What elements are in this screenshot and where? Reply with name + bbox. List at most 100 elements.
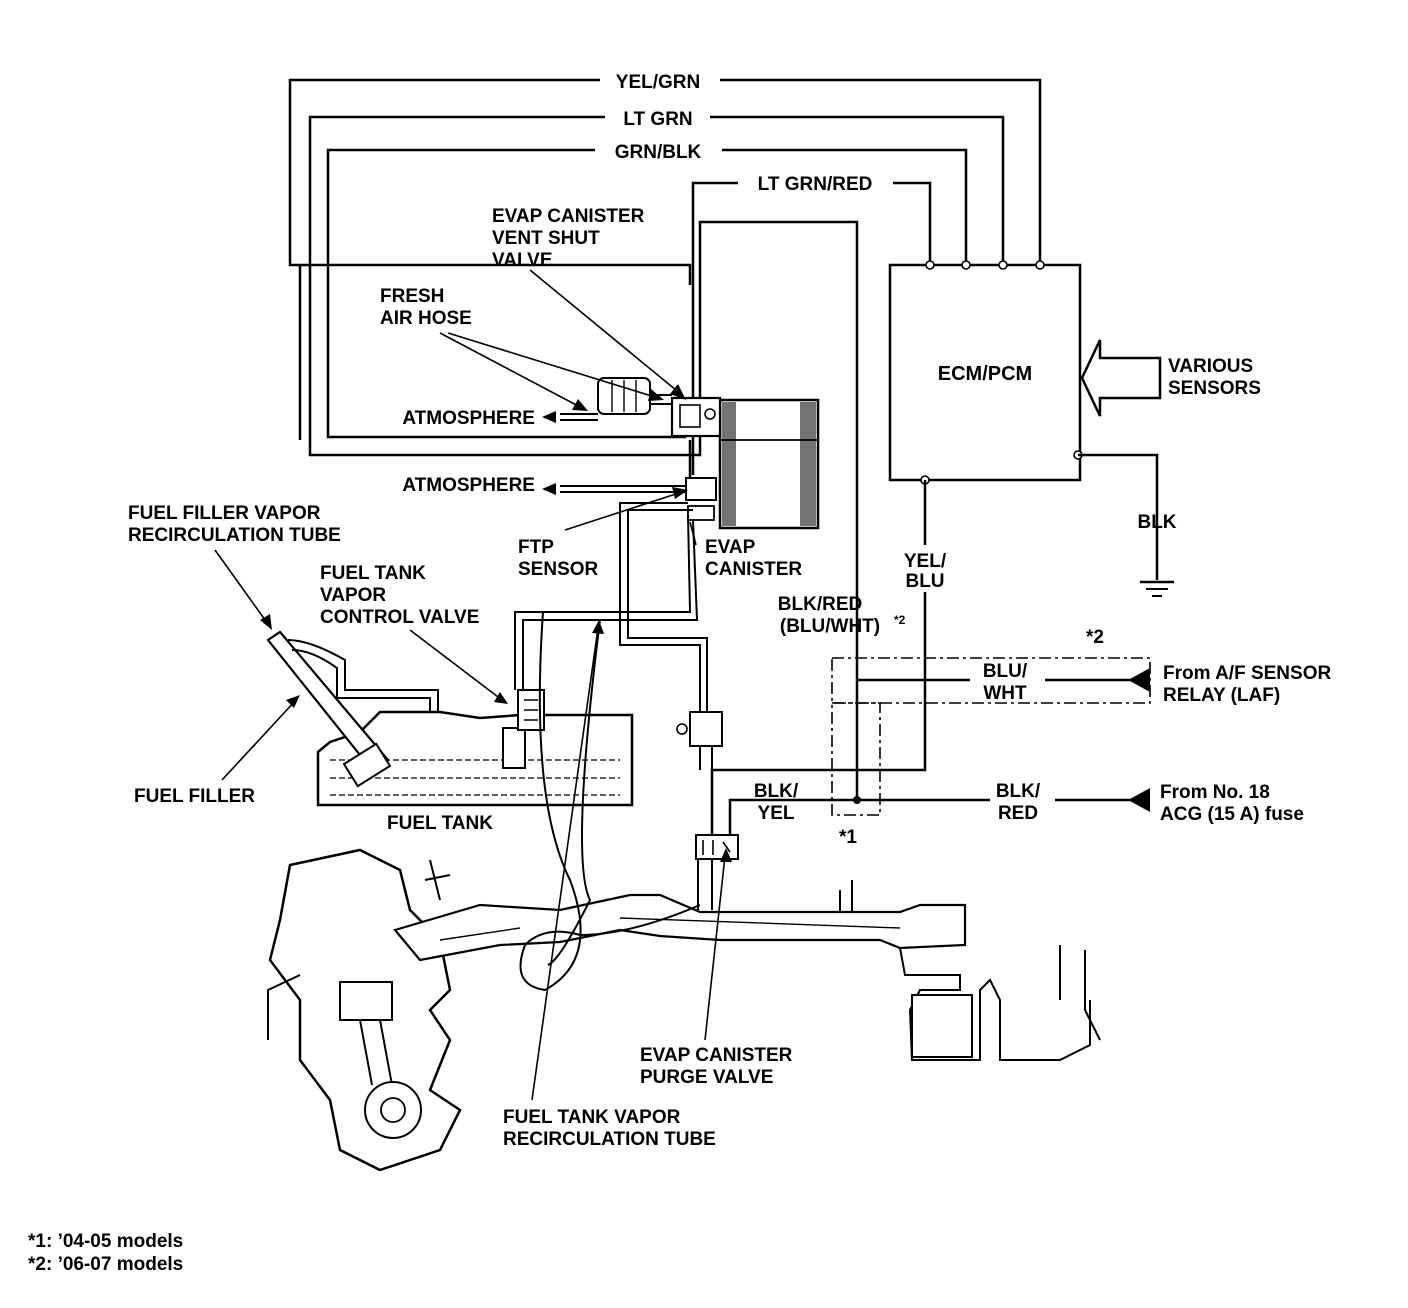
af-relay-label-2: RELAY (LAF) — [1163, 685, 1280, 706]
wire-blk-red-label-1: BLK/RED — [778, 594, 862, 615]
recirc-tube-leader — [531, 627, 599, 1101]
fresh-air-leader-1 — [439, 332, 583, 409]
wire-yel-grn-label: YEL/GRN — [616, 72, 700, 93]
atmosphere-outlet-1 — [560, 413, 598, 421]
fuel-filler-leader — [221, 699, 297, 781]
fuel-filler-arrowhead-icon — [286, 695, 300, 708]
wire-yel-blu-label-1: YEL/ — [904, 551, 947, 572]
ecm-pcm-label: ECM/PCM — [938, 363, 1032, 385]
af-relay-label-1: From A/F SENSOR — [1163, 663, 1331, 684]
tank-vapor-valve-label-2: VAPOR — [320, 585, 386, 606]
fresh-air-leader-2 — [447, 332, 659, 399]
tank-vapor-valve-label-3: CONTROL VALVE — [320, 607, 479, 628]
filler-vapor-tube-label-1: FUEL FILLER VAPOR — [128, 503, 321, 524]
wire-yel-grn — [288, 78, 1042, 285]
atmosphere-arrow-1-icon — [542, 411, 556, 423]
model-04-05-box — [831, 702, 881, 816]
canister-to-tank-tube — [619, 502, 708, 712]
tank-vapor-valve-label-1: FUEL TANK — [320, 563, 426, 584]
fresh-air-filter — [597, 377, 651, 415]
atmosphere-label-2: ATMOSPHERE — [402, 475, 535, 496]
tank-valve-tube — [514, 514, 699, 690]
evap-canister-label-1: EVAP — [705, 537, 756, 558]
purge-valve-leader — [704, 855, 726, 1041]
ecm-terminal-3 — [998, 260, 1008, 270]
marker-1-label: *1 — [839, 827, 857, 848]
various-sensors-label-1: VARIOUS — [1168, 356, 1253, 377]
fresh-air-arrowhead-2-icon — [648, 389, 664, 401]
wire-blu-wht-label-1: BLU/ — [983, 661, 1028, 682]
wire-grn-blk-label: GRN/BLK — [615, 142, 702, 163]
recirc-tube-label-1: FUEL TANK VAPOR — [503, 1107, 681, 1128]
atmosphere-label-1: ATMOSPHERE — [402, 408, 535, 429]
wire-vent-return — [698, 220, 859, 800]
recirculation-tube-loop — [519, 611, 701, 992]
ftp-leader — [564, 491, 683, 531]
wire-blk-yel-label-1: BLK/ — [754, 781, 799, 802]
intake-manifold — [393, 880, 1101, 1061]
model-06-07-box — [831, 657, 1151, 704]
wire-lt-grn-label: LT GRN — [623, 109, 692, 130]
fresh-air-arrowhead-1-icon — [572, 399, 588, 411]
ecm-pcm-box — [888, 263, 1082, 482]
marker-2-label: *2 — [1086, 627, 1104, 648]
ground-icon — [1140, 580, 1174, 597]
purge-valve-label-2: PURGE VALVE — [640, 1067, 773, 1088]
vent-shut-valve-label-3: VALVE — [492, 250, 553, 271]
wire-blk-red-sup: *2 — [894, 613, 906, 627]
wire-blu-wht-label-2: WHT — [983, 683, 1027, 704]
wire-blk-ground — [1078, 453, 1159, 580]
fuse-label-2: ACG (15 A) fuse — [1160, 804, 1304, 825]
ftp-arrowhead-icon — [672, 487, 688, 499]
ecm-terminal-1 — [925, 260, 935, 270]
filler-vapor-tube-arrowhead-icon — [260, 614, 272, 630]
vent-shut-valve-label-2: VENT SHUT — [492, 228, 600, 249]
atmosphere-outlet-2 — [560, 485, 686, 493]
ftp-sensor-label-1: FTP — [518, 537, 554, 558]
recirculation-tube-loop-inner — [547, 619, 601, 966]
vent-shut-valve — [670, 396, 722, 438]
wire-blk-label: BLK — [1137, 512, 1176, 533]
footnote-2: *2: ’06-07 models — [28, 1254, 183, 1275]
purge-valve-body — [676, 711, 739, 910]
recirc-tube-arrowhead-icon — [592, 620, 604, 634]
wire-blk-yel — [728, 798, 808, 838]
evap-canister-label-2: CANISTER — [705, 559, 802, 580]
engine — [267, 848, 462, 1172]
wire-yel-blu — [710, 480, 927, 838]
fuse-arrow-icon — [1128, 788, 1150, 812]
ecm-terminal-2 — [961, 260, 971, 270]
filler-vapor-tube-label-2: RECIRCULATION TUBE — [128, 525, 341, 546]
fuel-tank-label: FUEL TANK — [387, 813, 493, 834]
ecm-terminal-4 — [1035, 260, 1045, 270]
various-sensors-arrow-icon — [1080, 339, 1162, 417]
vent-shut-arrowhead-icon — [670, 384, 686, 400]
tank-vapor-valve-leader — [409, 629, 503, 701]
splice-dot — [853, 796, 861, 804]
fresh-air-hose-label-1: FRESH — [380, 286, 444, 307]
wire-lt-grn-red-label: LT GRN/RED — [758, 174, 873, 195]
fuse-label-1: From No. 18 — [1160, 782, 1270, 803]
wire-lt-grn-red — [691, 181, 932, 475]
footnote-1: *1: ’04-05 models — [28, 1231, 183, 1252]
wire-blk-red-fuse-label-2: RED — [998, 803, 1038, 824]
recirc-tube-label-2: RECIRCULATION TUBE — [503, 1129, 716, 1150]
af-relay-arrow-icon — [1128, 668, 1150, 692]
fuel-filler-neck — [266, 630, 439, 788]
evap-canister — [718, 398, 820, 530]
ftp-sensor — [685, 477, 717, 521]
fuel-tank — [316, 689, 634, 807]
purge-valve-arrowhead-icon — [720, 848, 732, 862]
wire-lt-grn — [308, 115, 1005, 457]
fresh-air-hose-label-2: AIR HOSE — [380, 308, 472, 329]
ftp-sensor-label-2: SENSOR — [518, 559, 599, 580]
atmosphere-arrow-2-icon — [542, 483, 556, 495]
wire-blk-red-fuse-label-1: BLK/ — [996, 781, 1041, 802]
purge-valve-label-1: EVAP CANISTER — [640, 1045, 793, 1066]
vent-shut-valve-label-1: EVAP CANISTER — [492, 206, 645, 227]
various-sensors-label-2: SENSORS — [1168, 378, 1261, 399]
wire-blk-red-label-2: (BLU/WHT) — [780, 616, 880, 637]
vent-shut-leader — [529, 269, 683, 396]
filler-vapor-tube-leader — [214, 549, 269, 625]
